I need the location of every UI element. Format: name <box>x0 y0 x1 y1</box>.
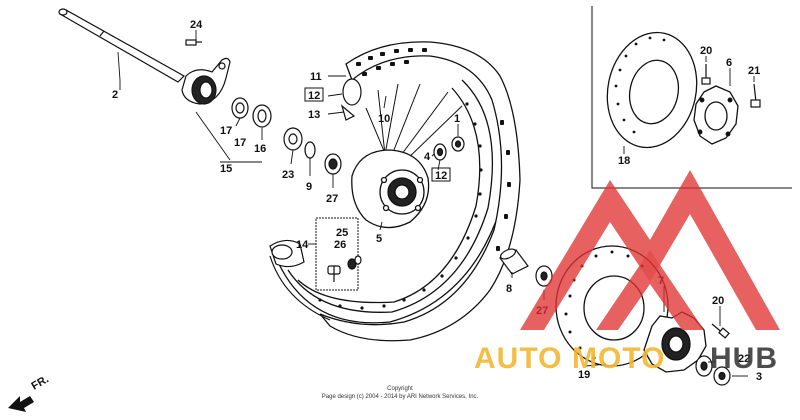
brake-disc-18-holes <box>614 36 666 134</box>
watermark-text: AUTO MOTO HUB <box>474 342 778 375</box>
label-9: 9 <box>306 181 312 193</box>
inset-frame <box>591 6 792 189</box>
brake-disc-18 <box>606 31 698 149</box>
bearing-27-left <box>324 153 342 175</box>
speedometer-gearbox <box>181 57 231 105</box>
watermark-logo <box>520 170 780 330</box>
spacer-4 <box>433 143 447 161</box>
label-20a: 20 <box>700 45 712 57</box>
bolt-20-right <box>711 323 730 339</box>
bearing-27-right <box>535 265 553 287</box>
label-20b: 20 <box>712 295 724 307</box>
copyright-line: Page design (c) 2004 - 2014 by ARI Netwo… <box>322 394 479 400</box>
label-4: 4 <box>424 151 431 163</box>
label-12b: 12 <box>435 170 447 182</box>
label-3: 3 <box>756 371 762 383</box>
label-19: 19 <box>578 369 590 381</box>
bearing-22 <box>695 355 713 377</box>
watermark-text-auto: AUTO <box>474 342 562 375</box>
label-11: 11 <box>310 71 322 83</box>
label-25: 25 <box>336 227 348 239</box>
watermark-text-moto: MOTO <box>572 342 665 375</box>
label-12b-box <box>431 167 451 182</box>
rim-spoke-holes <box>318 102 483 310</box>
label-14: 14 <box>296 239 309 251</box>
bolt-21 <box>750 83 761 108</box>
label-24: 24 <box>190 19 203 31</box>
rim-band-13 <box>340 78 362 121</box>
label-17b: 17 <box>234 137 246 149</box>
front-direction-label: FR. <box>30 373 51 392</box>
collar-8 <box>499 248 529 275</box>
label-18: 18 <box>618 155 630 167</box>
label-23: 23 <box>282 169 294 181</box>
tire <box>319 41 521 342</box>
label-1: 1 <box>454 113 460 125</box>
bolt-20-inset <box>701 64 711 85</box>
valve-group-box <box>315 217 359 291</box>
bearing-1 <box>451 136 465 152</box>
nut-3 <box>713 366 731 386</box>
label-6: 6 <box>726 57 732 69</box>
label-16: 16 <box>254 143 266 155</box>
tube-14 <box>269 239 331 321</box>
label-21: 21 <box>748 65 760 77</box>
label-13: 13 <box>308 109 320 121</box>
copyright-title: Copyright <box>387 386 413 392</box>
collar-23 <box>283 127 303 151</box>
label-10: 10 <box>378 113 390 125</box>
label-26: 26 <box>334 239 346 251</box>
label-17a: 17 <box>220 125 232 137</box>
hub <box>351 149 430 229</box>
label-27a: 27 <box>326 193 338 205</box>
bearing-17-pair <box>231 97 272 128</box>
label-15: 15 <box>220 163 232 175</box>
front-direction-arrow: FR. <box>8 373 51 412</box>
seal-9 <box>304 141 316 159</box>
watermark-text-hub: HUB <box>710 342 778 375</box>
label-12a: 12 <box>308 90 320 102</box>
tire-knobs <box>356 48 511 251</box>
label-8: 8 <box>506 283 512 295</box>
screw-24 <box>185 39 202 46</box>
label-2: 2 <box>112 89 118 101</box>
label-22: 22 <box>738 353 750 365</box>
mount-plate-6 <box>693 85 739 145</box>
label-5: 5 <box>376 233 382 245</box>
axle <box>58 8 185 83</box>
valve-26 <box>327 255 362 282</box>
label-12a-box <box>304 87 324 102</box>
